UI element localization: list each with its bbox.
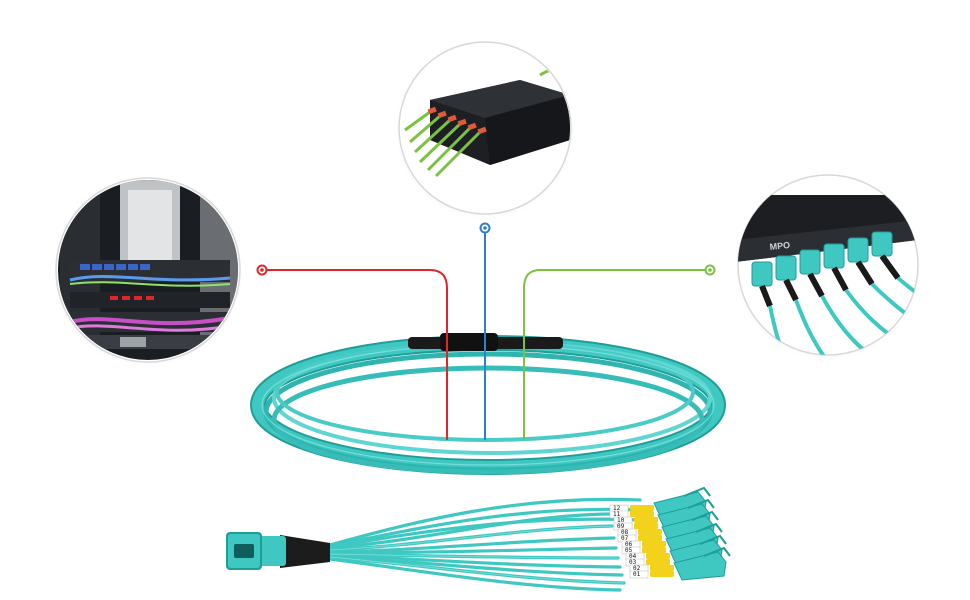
fiber-label-tag [629, 570, 649, 579]
fiber-number-label: 07 [621, 535, 629, 542]
lc-boot [650, 565, 674, 571]
lc-boot [642, 541, 666, 547]
lc-boot [634, 517, 658, 523]
mpo-connector [226, 532, 330, 570]
fiber-number-label: 05 [625, 547, 633, 554]
lc-latch [683, 486, 711, 497]
fiber-number-label: 11 [613, 511, 621, 518]
lc-boot [630, 505, 654, 511]
lc-boot [638, 535, 662, 541]
lc-latch [699, 534, 727, 545]
callout-lines [262, 228, 710, 440]
lc-boot [642, 547, 666, 553]
lc-latch [691, 510, 719, 521]
lc-boot [646, 559, 670, 565]
fiber-number-label: 01 [633, 571, 641, 578]
fiber-number-label: 09 [617, 523, 625, 530]
lc-latch [695, 522, 723, 533]
fiber-number-label: 08 [621, 529, 629, 536]
cable-coil [250, 335, 726, 475]
lc-boot [646, 553, 670, 559]
fiber-number-label: 06 [625, 541, 633, 548]
cassette-inset [395, 40, 575, 220]
lc-boot [634, 523, 658, 529]
fiber-number-label: 02 [633, 565, 641, 572]
lc-boot [630, 511, 654, 517]
lc-latch [703, 546, 731, 557]
fiber-number-label: 03 [629, 559, 637, 566]
callout-dots [256, 222, 716, 276]
mpo-panel-inset: MPO [734, 173, 922, 361]
fiber-number-label: 12 [613, 505, 621, 512]
fiber-number-label: 04 [629, 553, 637, 560]
fiber-number-label: 10 [617, 517, 625, 524]
rack-inset [52, 176, 244, 368]
fanout-fibers [328, 497, 642, 592]
panel-label: MPO [769, 240, 790, 252]
lc-boot [638, 529, 662, 535]
lc-latch [687, 498, 715, 509]
lc-boot [650, 571, 674, 577]
